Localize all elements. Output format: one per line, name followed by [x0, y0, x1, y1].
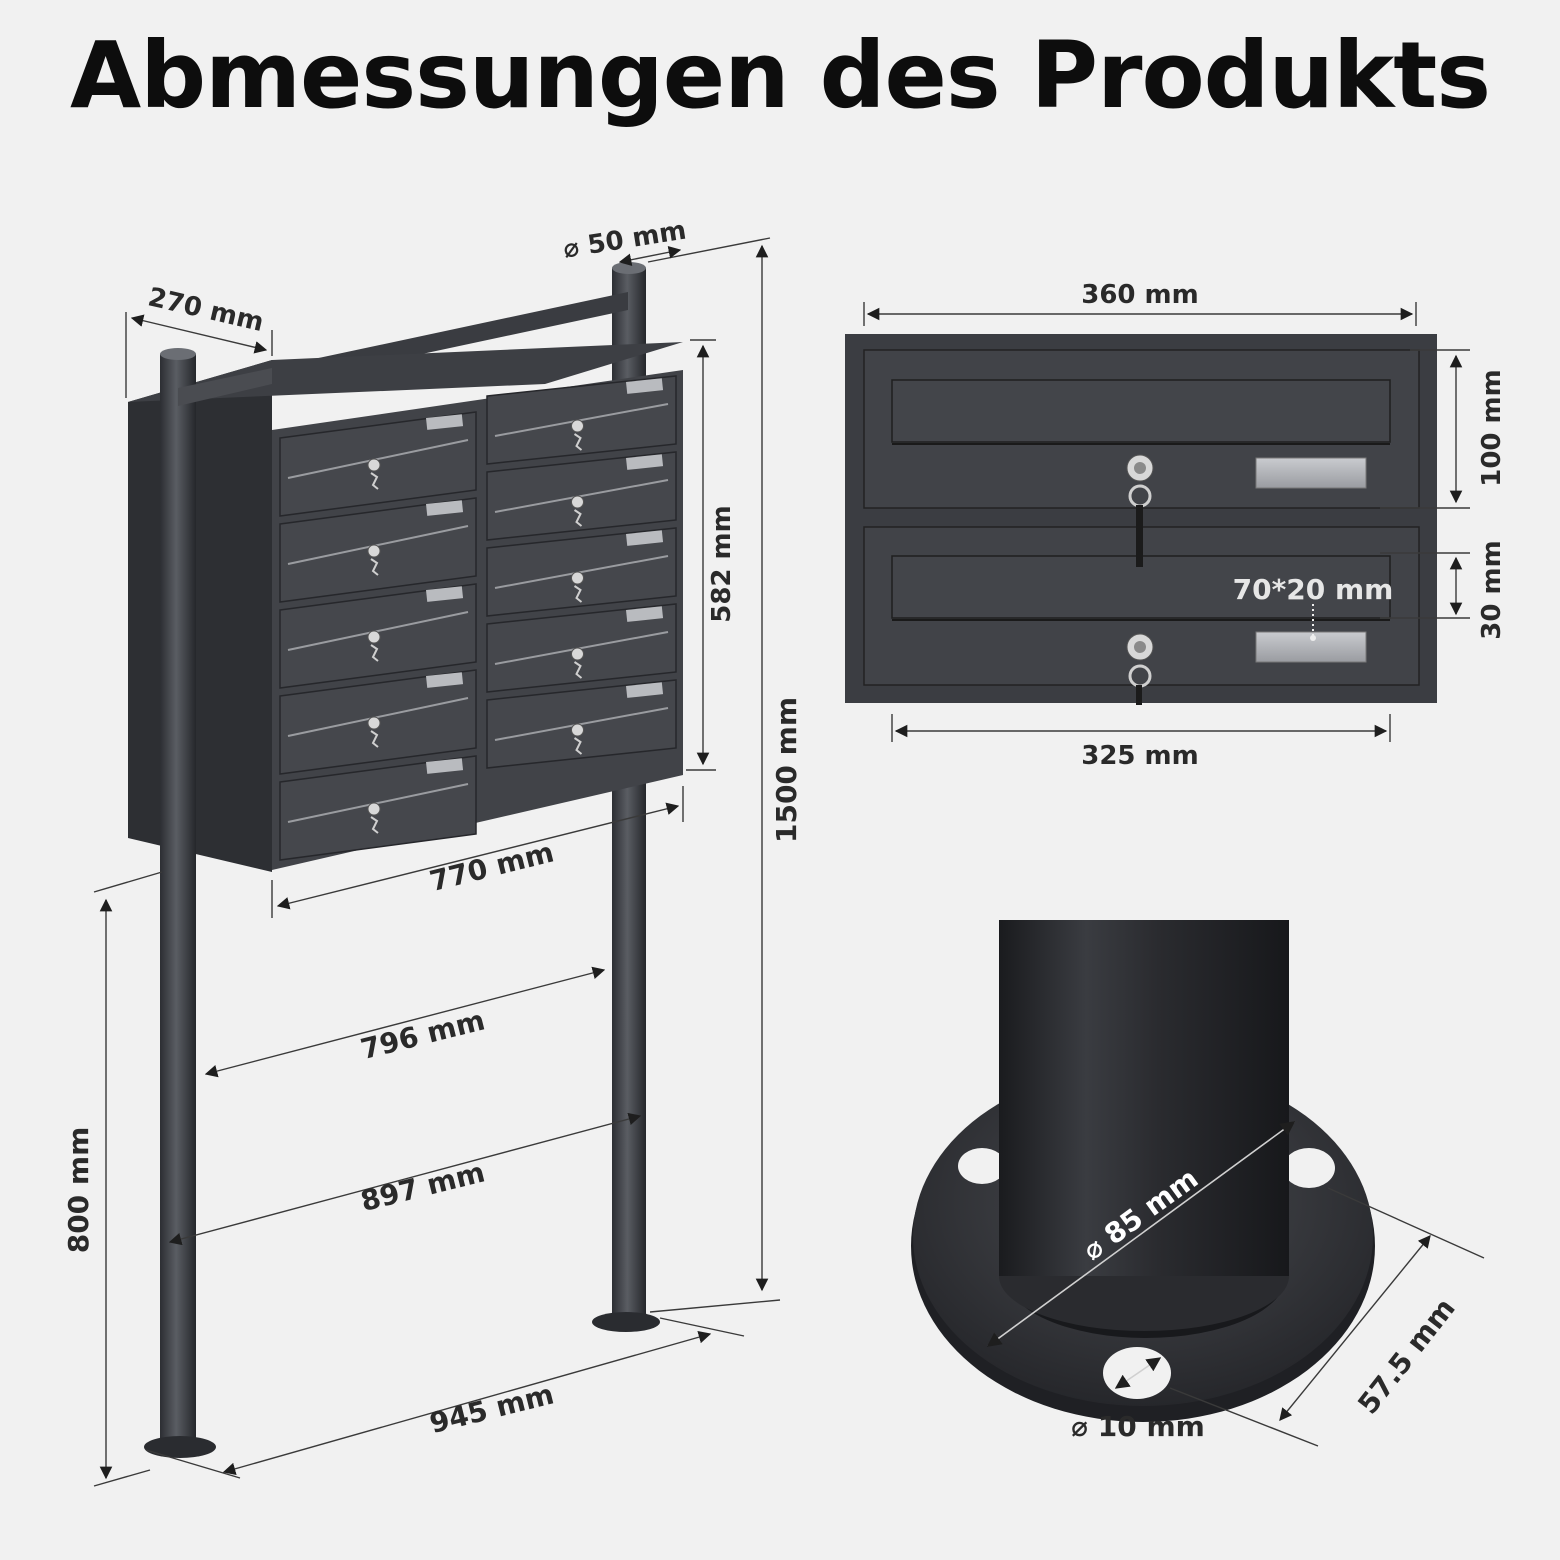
- key-icon: [573, 433, 583, 451]
- name-plate: [626, 530, 664, 546]
- key-icon: [573, 585, 583, 603]
- compartment-detail: [845, 334, 1437, 705]
- lock-icon: [367, 716, 381, 730]
- name-plate: [425, 672, 464, 688]
- mail-slot: [287, 611, 469, 651]
- page-title: Abmessungen des Produkts: [70, 22, 1491, 129]
- key-icon: [370, 558, 379, 576]
- mail-slot: [494, 479, 669, 513]
- lock-icon: [1126, 633, 1154, 705]
- lock-icon: [571, 647, 584, 661]
- stand-illustration: [128, 262, 683, 1458]
- name-plate: [425, 586, 464, 602]
- post-spacing-center-label: 897 mm: [357, 1155, 488, 1218]
- outer-width-label: 360 mm: [1081, 280, 1199, 310]
- name-plate: [425, 500, 464, 516]
- name-plate: [626, 682, 664, 698]
- mail-slot: [287, 439, 469, 479]
- mounting-hole: [958, 1148, 1006, 1184]
- mail-slot: [287, 525, 469, 565]
- key-icon: [370, 472, 379, 490]
- lock-icon: [367, 544, 381, 558]
- compartment-dimension-labels: 360 mm 100 mm 30 mm 70*20 mm 325 mm: [1081, 280, 1507, 771]
- lock-icon: [367, 630, 381, 644]
- lock-icon: [1126, 454, 1154, 567]
- box-width-label: 770 mm: [426, 835, 557, 898]
- lock-icon: [367, 802, 381, 816]
- mounting-hole: [1283, 1148, 1335, 1188]
- total-height-label: 1500 mm: [770, 697, 803, 843]
- lock-icon: [367, 458, 381, 472]
- name-plate: [626, 378, 664, 394]
- key-icon: [573, 661, 583, 679]
- name-plate-top: [1255, 457, 1367, 489]
- compartment-dimension-lines: [863, 302, 1470, 742]
- key-icon: [573, 737, 583, 755]
- name-plate: [426, 758, 464, 774]
- box-bottom-height-label: 800 mm: [62, 1127, 95, 1254]
- name-plate-size-label: 70*20 mm: [1233, 573, 1394, 606]
- key-icon: [370, 644, 379, 662]
- mail-slot: [494, 707, 669, 741]
- mail-slot: [287, 697, 469, 737]
- lock-icon: [571, 419, 584, 433]
- box-height-label: 582 mm: [707, 505, 737, 623]
- mailbox-compartments: [279, 375, 677, 861]
- mail-slot: [494, 555, 669, 589]
- inner-width-label: 325 mm: [1081, 741, 1199, 771]
- stand-dimension-lines: [93, 237, 781, 1487]
- depth-label: 270 mm: [145, 282, 266, 338]
- slot-height-label: 30 mm: [1477, 540, 1507, 639]
- lock-icon: [571, 571, 584, 585]
- post-spacing-inner-label: 796 mm: [357, 1003, 488, 1066]
- name-plate: [426, 414, 464, 430]
- base-plate-detail: [911, 920, 1375, 1422]
- mail-slot: [494, 631, 669, 665]
- mail-slot: [494, 403, 669, 437]
- base-spacing-label: 945 mm: [426, 1377, 557, 1440]
- key-icon: [370, 730, 379, 748]
- lock-icon: [571, 495, 584, 509]
- key-icon: [573, 509, 583, 527]
- base-inner-dimension-lines: [986, 1121, 1296, 1389]
- base-outer-dimension-lines: [1169, 1187, 1485, 1447]
- name-plate: [626, 606, 664, 622]
- lock-icon: [571, 723, 584, 737]
- compartment-height-label: 100 mm: [1477, 369, 1507, 487]
- hole-diameter-label: ⌀ 10 mm: [1071, 1410, 1205, 1443]
- name-plate: [626, 454, 664, 470]
